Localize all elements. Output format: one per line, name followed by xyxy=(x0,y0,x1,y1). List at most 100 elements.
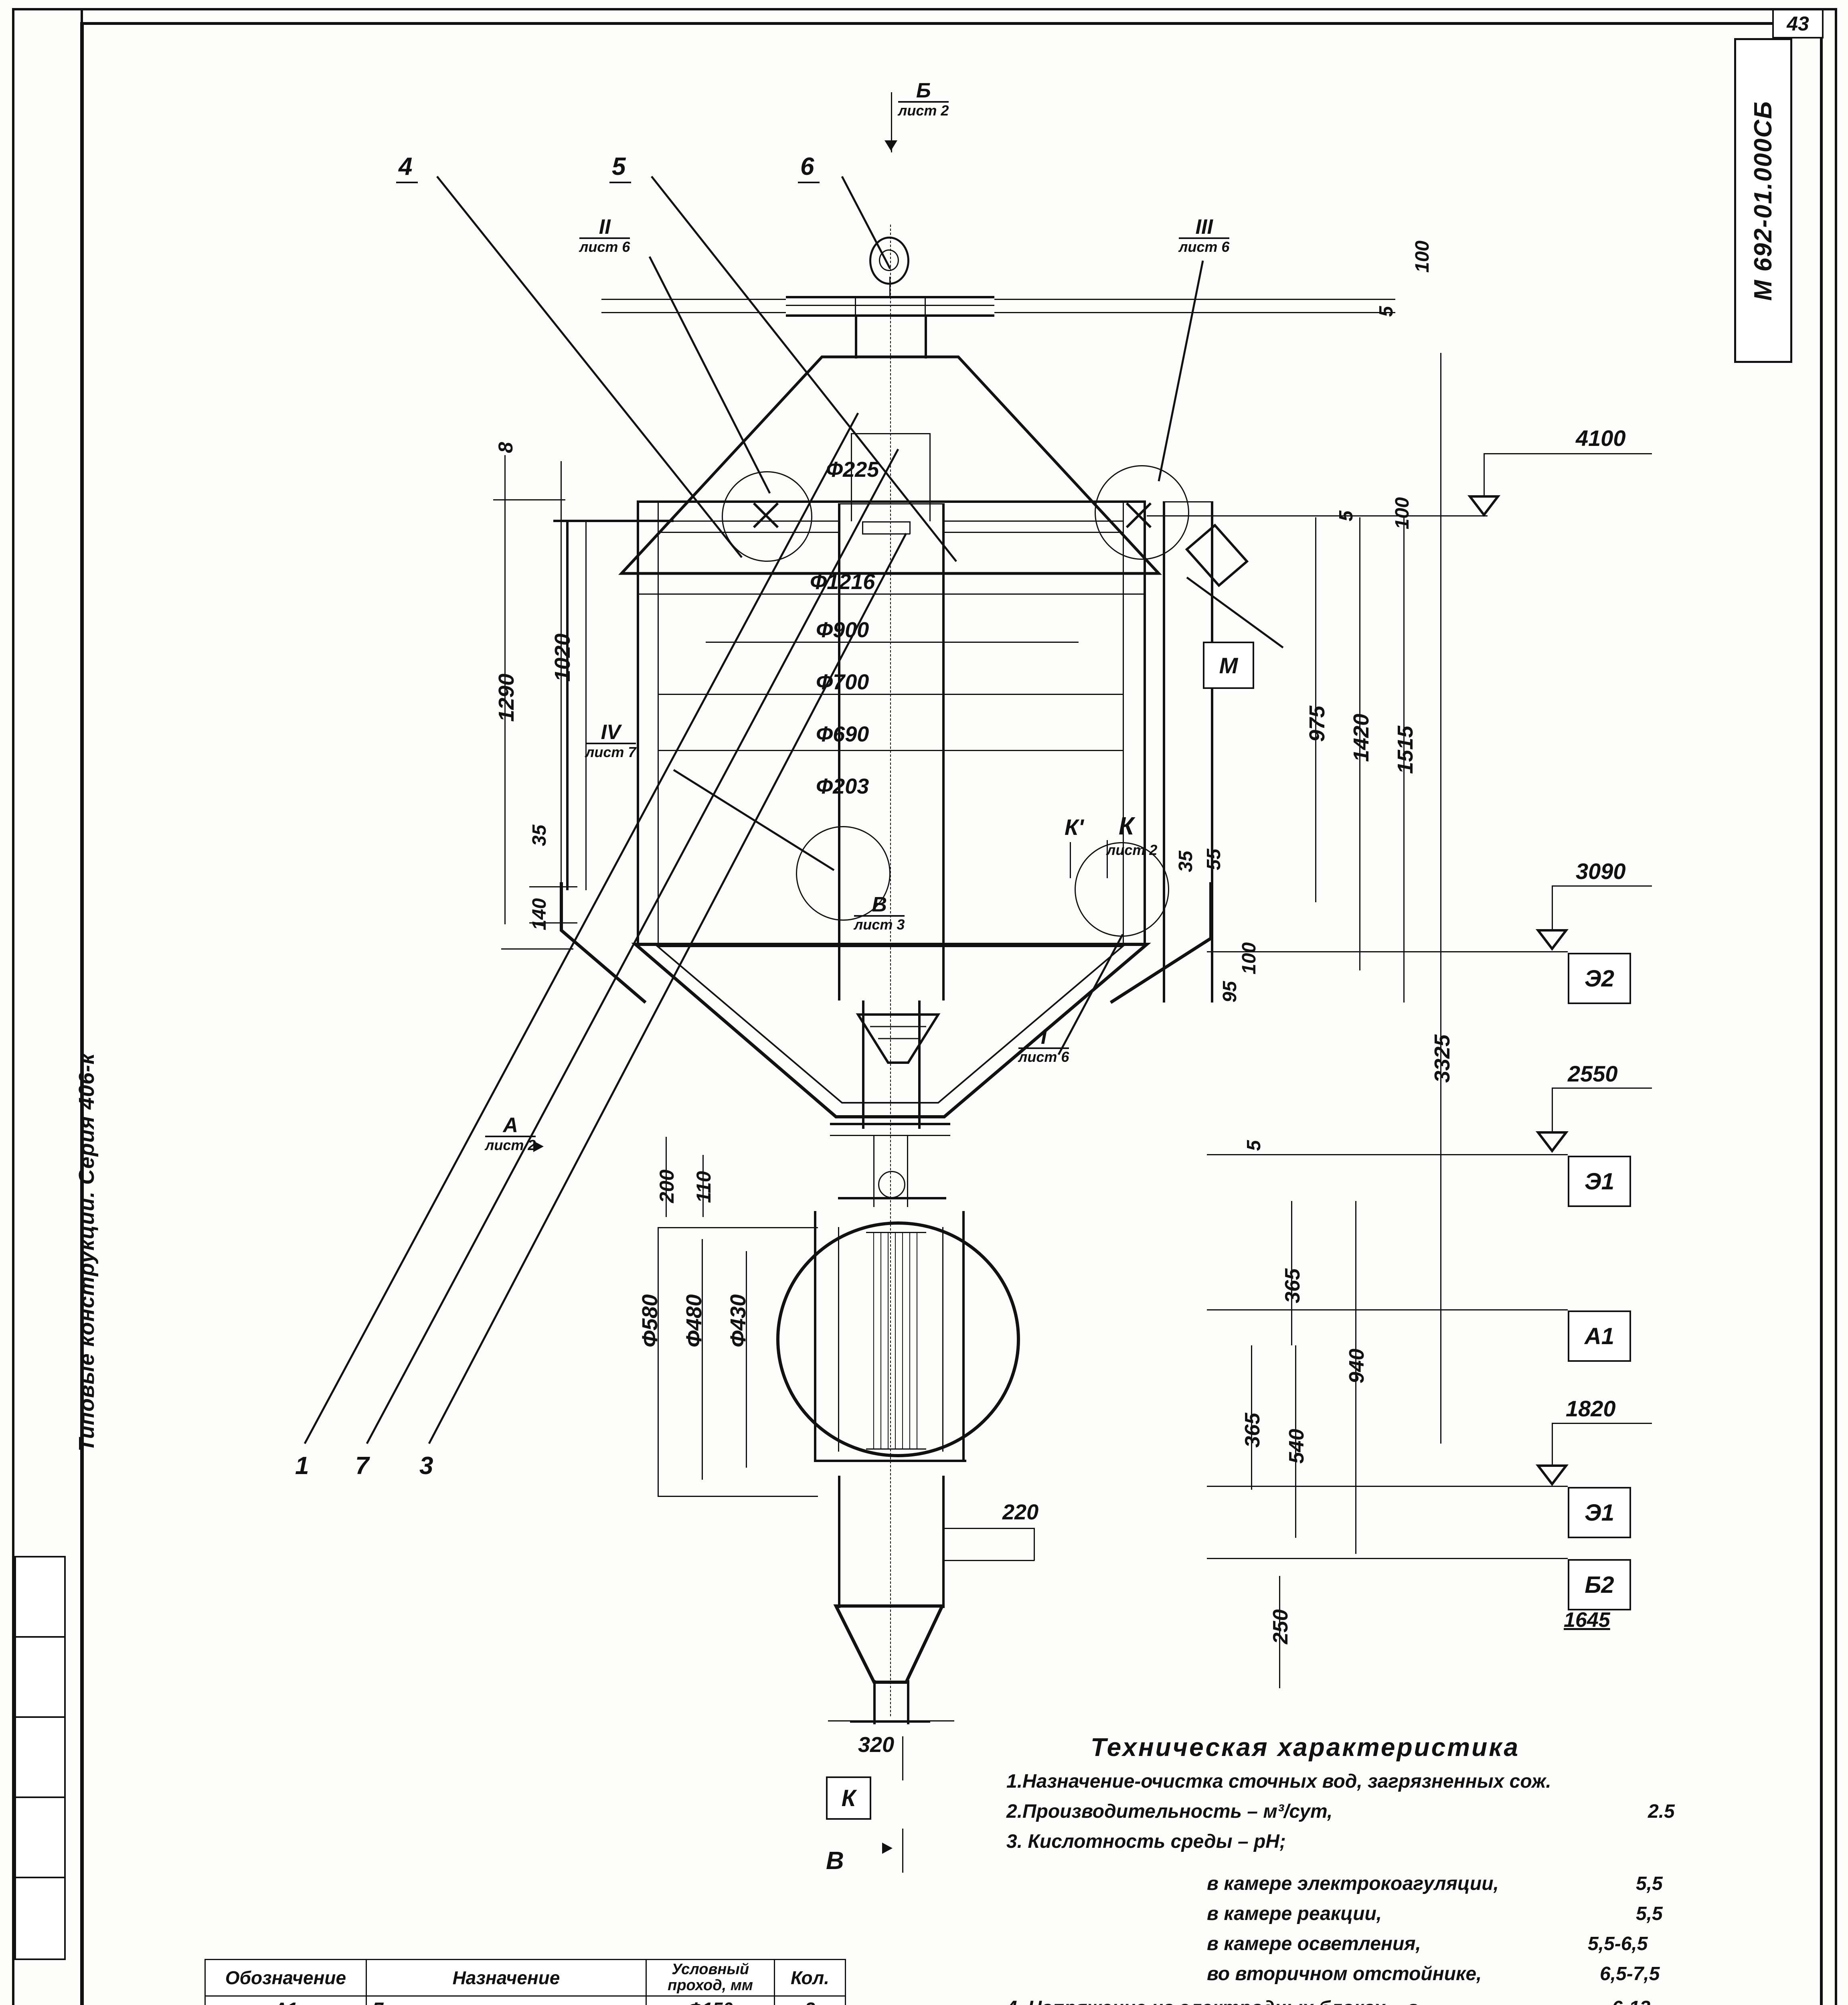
elev-4100-drop xyxy=(1484,453,1485,497)
dimchain-1020 xyxy=(561,461,562,886)
support-left xyxy=(560,882,647,1004)
dim-arrow-700 xyxy=(658,694,1123,695)
binding-box xyxy=(14,1716,66,1800)
table-row: А1 Люк Ф150 2 xyxy=(204,1995,846,2005)
bottom-cone-inner xyxy=(655,946,1125,1104)
elev-flag-E1a: Э1 xyxy=(1568,1156,1631,1207)
elev-flag-E2-text: Э2 xyxy=(1585,965,1614,992)
discharge-right xyxy=(918,1000,921,1129)
tech-spec-ph-0: в камере электрокоагуляции, xyxy=(1207,1873,1499,1894)
outlet-pipe-left xyxy=(873,1680,876,1724)
dim-ext-580 xyxy=(658,1227,659,1496)
tech-spec-title: Техническая характеристика xyxy=(1091,1733,1520,1762)
dim-365b: 365 xyxy=(1241,1413,1264,1448)
branch-220-top xyxy=(942,1528,1034,1529)
binding-box xyxy=(14,1796,66,1880)
electrode-plate xyxy=(902,1233,903,1450)
discharge-flange xyxy=(830,1123,950,1125)
column-left-wall xyxy=(838,503,840,1000)
settler-inner-right xyxy=(942,1227,943,1452)
dimchain-200 xyxy=(666,1137,667,1217)
elev-flag-A1: А1 xyxy=(1568,1310,1631,1362)
left-pipe-outer xyxy=(566,521,569,890)
tech-spec-item2-0-value: 6-12 xyxy=(1612,1997,1650,2005)
nozzle-designation: А1 xyxy=(204,1995,367,2005)
top-plate-mid1 xyxy=(786,305,994,306)
callout-M-leader xyxy=(1186,576,1284,649)
elev-1820-line xyxy=(1552,1423,1652,1424)
elev-3090-marker xyxy=(1535,929,1569,951)
detail-circle-III xyxy=(1095,465,1189,560)
dim-ext-480 xyxy=(702,1239,703,1480)
elev-3090-text: 3090 xyxy=(1576,859,1626,884)
upper-cyl-left xyxy=(851,433,852,521)
section-mark-III-letter: III xyxy=(1195,215,1213,239)
section-IV-leader xyxy=(673,769,835,871)
nozzle-purpose: Люк xyxy=(365,1995,647,2005)
detail-circle-II xyxy=(722,471,812,562)
m-branch xyxy=(1185,523,1249,587)
section-mark-A: А лист 2 xyxy=(485,1115,536,1152)
dim-365a: 365 xyxy=(1281,1268,1304,1303)
dimchain-1290 xyxy=(504,455,506,924)
vessel-centerline xyxy=(890,225,891,1716)
section-mark-I-letter: I xyxy=(1041,1025,1047,1049)
dimchain-365b xyxy=(1251,1345,1252,1490)
electrode-plate xyxy=(873,1233,874,1450)
section-mark-V-letter: В xyxy=(872,893,887,916)
binding-box xyxy=(14,1636,66,1719)
settler-bottom-flange xyxy=(814,1460,966,1462)
neck-right xyxy=(925,314,927,358)
dim-100-up2: 100 xyxy=(1392,497,1413,529)
section-mark-A-arrow xyxy=(533,1141,544,1152)
section-mark-IV-letter: IV xyxy=(601,721,621,744)
dim-arrow-900 xyxy=(706,642,1079,643)
settler-inner-left xyxy=(838,1227,839,1452)
sheet-code-text: М 692-01.000СБ xyxy=(1749,100,1777,301)
elev-4100-marker xyxy=(1467,495,1501,517)
riser-right xyxy=(1211,501,1213,1003)
section-mark-II: II лист 6 xyxy=(579,217,630,254)
elev-2550-base xyxy=(1207,1154,1568,1155)
leader-7: 7 xyxy=(355,1452,369,1480)
callout-K-right: К xyxy=(1119,812,1134,840)
top-plate-right xyxy=(925,296,926,316)
leader-4: 4 xyxy=(396,152,418,183)
section-mark-B-top: Б лист 2 xyxy=(898,80,949,118)
section-mark-III: III лист 6 xyxy=(1179,215,1230,254)
section-mark-A-sheet: лист 2 xyxy=(485,1136,536,1152)
nozzle-table-header-1: Назначение xyxy=(365,1959,647,1997)
detail-circle-IV xyxy=(796,826,891,921)
top-bar-lower xyxy=(994,312,1395,313)
outlet-pipe-right xyxy=(907,1680,909,1724)
dim-tick-140 xyxy=(529,922,577,924)
settler-pipe-left xyxy=(838,1476,840,1608)
lower-flange-top xyxy=(838,1197,946,1199)
column-right-wall xyxy=(942,503,945,1000)
nozzle-table-header-0: Обозначение xyxy=(204,1959,367,1997)
outlet-flange xyxy=(850,1720,930,1723)
left-pipe-flange xyxy=(553,520,674,522)
left-pipe-inner xyxy=(585,521,587,890)
dim-ext-580-bot xyxy=(658,1496,818,1497)
dimchain-110 xyxy=(702,1155,704,1217)
leader-5: 5 xyxy=(609,152,632,183)
dim-220: 220 xyxy=(1002,1500,1039,1524)
dim-975: 975 xyxy=(1305,705,1329,742)
section-III-leader xyxy=(1158,260,1204,482)
nozzle-table-header-2: Условный проход, мм xyxy=(646,1959,775,1997)
branch-220-bottom xyxy=(942,1560,1034,1561)
nozzle-table-header-row: Обозначение Назначение Условный проход, … xyxy=(204,1959,846,1997)
callout-M-text: М xyxy=(1219,652,1238,678)
dim-arrow-225 xyxy=(851,433,929,434)
dim-250: 250 xyxy=(1269,1609,1292,1644)
tech-spec-item-1: 2.Производительность – м³/сут, xyxy=(1006,1801,1333,1822)
section-arrow-B-head xyxy=(885,140,897,151)
dim-540: 540 xyxy=(1285,1429,1308,1464)
tech-spec-item2-0: 4. Напряжение на электродных блоках – в xyxy=(1006,1997,1418,2005)
settler-barrel xyxy=(776,1221,1020,1457)
dim-55: 55 xyxy=(1203,849,1225,870)
top-plate-bottom xyxy=(786,314,994,317)
tech-spec-ph-1: в камере реакции, xyxy=(1207,1903,1382,1924)
